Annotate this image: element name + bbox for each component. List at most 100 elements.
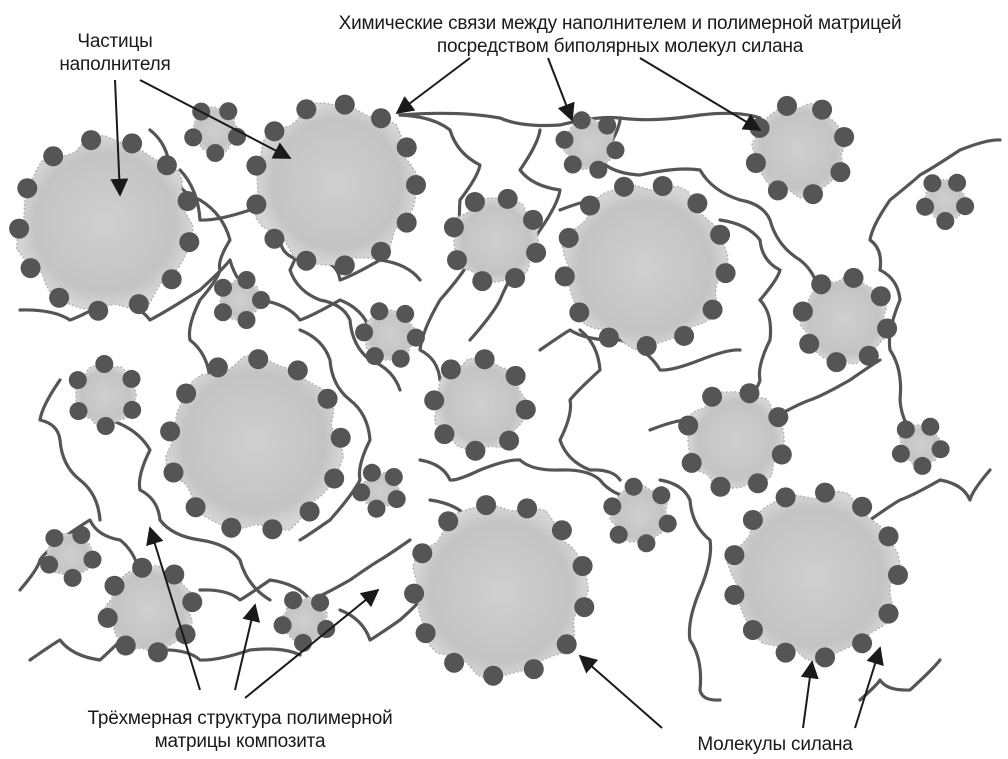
silane-molecule-dot bbox=[871, 286, 891, 306]
filler-particles bbox=[17, 103, 966, 679]
silane-molecule-dot bbox=[352, 483, 370, 501]
silane-molecule-dot bbox=[397, 137, 417, 157]
silane-molecule-dot bbox=[556, 131, 574, 149]
silane-molecule-dot bbox=[434, 424, 454, 444]
silane-molecule-dot bbox=[777, 96, 797, 116]
silane-molecule-dot bbox=[682, 453, 702, 473]
silane-molecule-dot bbox=[526, 243, 546, 263]
pointer-arrow bbox=[580, 656, 662, 728]
label-filler-particles-line1: Частицы bbox=[30, 30, 200, 53]
silane-molecule-dot bbox=[296, 251, 316, 271]
silane-molecule-dot bbox=[412, 543, 432, 563]
silane-molecule-dot bbox=[95, 355, 113, 373]
silane-molecule-dot bbox=[179, 232, 199, 252]
silane-molecule-dot bbox=[768, 180, 788, 200]
silane-molecule-dot bbox=[335, 95, 355, 115]
silane-molecule-dot bbox=[936, 212, 954, 230]
silane-molecule-dot bbox=[776, 487, 796, 507]
silane-molecule-dot bbox=[740, 383, 760, 403]
silane-molecule-dot bbox=[388, 490, 406, 508]
silane-molecule-dot bbox=[559, 228, 579, 248]
silane-molecule-dot bbox=[921, 418, 939, 436]
silane-molecule-dot bbox=[879, 604, 899, 624]
silane-molecule-dot bbox=[625, 478, 643, 496]
silane-molecule-dot bbox=[827, 352, 847, 372]
silane-molecule-dot bbox=[182, 592, 202, 612]
silane-molecule-dot bbox=[311, 594, 329, 612]
silane-molecule-dot bbox=[637, 336, 657, 356]
silane-molecule-dot bbox=[505, 268, 525, 288]
silane-molecule-dot bbox=[743, 620, 763, 640]
silane-molecule-dot bbox=[444, 217, 464, 237]
silane-molecule-dot bbox=[834, 127, 854, 147]
silane-molecule-dot bbox=[157, 155, 177, 175]
silane-molecule-dot bbox=[892, 445, 910, 463]
silane-molecule-dot bbox=[105, 576, 125, 596]
silane-molecule-dot bbox=[844, 268, 864, 288]
silane-molecule-dot bbox=[424, 390, 444, 410]
silane-molecule-dot bbox=[84, 551, 102, 569]
silane-molecule-dot bbox=[81, 130, 101, 150]
silane-molecule-dot bbox=[589, 161, 607, 179]
silane-molecule-dot bbox=[711, 477, 731, 497]
silane-molecule-dot bbox=[517, 498, 537, 518]
silane-molecule-dot bbox=[208, 357, 228, 377]
silane-molecule-dot bbox=[416, 623, 436, 643]
silane-molecule-dot bbox=[574, 597, 594, 617]
silane-molecule-dot bbox=[318, 389, 338, 409]
silane-molecule-dot bbox=[852, 497, 872, 517]
label-chemical-bonds-line1: Химические связи между наполнителем и по… bbox=[250, 12, 990, 35]
silane-molecule-dot bbox=[447, 250, 467, 270]
pointer-arrow bbox=[803, 662, 812, 728]
silane-molecule-dot bbox=[499, 431, 519, 451]
silane-molecule-dot bbox=[219, 102, 237, 120]
silane-molecule-dot bbox=[811, 274, 831, 294]
silane-molecule-dot bbox=[472, 271, 492, 291]
silane-molecule-dot bbox=[264, 121, 284, 141]
silane-molecule-dot bbox=[407, 329, 425, 347]
silane-molecule-dot bbox=[614, 177, 634, 197]
silane-molecule-dot bbox=[72, 526, 90, 544]
silane-molecule-dot bbox=[385, 468, 403, 486]
silane-molecule-dot bbox=[557, 634, 577, 654]
silane-molecule-dot bbox=[214, 303, 232, 321]
silane-molecule-dot bbox=[176, 384, 196, 404]
silane-molecule-dot bbox=[186, 497, 206, 517]
silane-molecule-dot bbox=[768, 407, 788, 427]
silane-molecule-dot bbox=[184, 128, 202, 146]
silane-molecule-dot bbox=[852, 633, 872, 653]
pointer-arrow bbox=[548, 58, 572, 120]
label-filler-particles-line2: наполнителя bbox=[30, 53, 200, 76]
silane-molecule-dot bbox=[877, 319, 897, 339]
silane-molecule-dot bbox=[659, 515, 677, 533]
silane-molecule-dot bbox=[465, 192, 485, 212]
label-silane-molecules: Молекулы силана bbox=[640, 733, 910, 756]
label-chemical-bonds: Химические связи между наполнителем и по… bbox=[250, 12, 990, 58]
polymer-chain bbox=[560, 330, 620, 480]
polymer-chain bbox=[660, 480, 720, 700]
label-silane-molecules-line1: Молекулы силана bbox=[640, 733, 910, 756]
silane-molecule-dot bbox=[406, 175, 426, 195]
silane-molecule-dot bbox=[475, 349, 495, 369]
silane-molecule-dot bbox=[552, 520, 572, 540]
silane-molecule-dot bbox=[637, 534, 655, 552]
silane-molecule-dot bbox=[274, 616, 292, 634]
silane-molecule-dot bbox=[702, 387, 722, 407]
silane-molecule-dot bbox=[363, 464, 381, 482]
label-matrix-structure-line1: Трёхмерная структура полимерной bbox=[20, 707, 460, 730]
silane-molecule-dot bbox=[43, 146, 63, 166]
silane-molecule-dot bbox=[710, 225, 730, 245]
silane-molecule-dot bbox=[88, 301, 108, 321]
silane-molecule-dot bbox=[288, 360, 308, 380]
silane-molecule-dot bbox=[948, 174, 966, 192]
silane-molecule-dot bbox=[859, 346, 879, 366]
silane-molecule-dot bbox=[687, 193, 707, 213]
silane-molecule-dot bbox=[69, 371, 87, 389]
silane-molecule-dot bbox=[441, 359, 461, 379]
silane-molecule-dot bbox=[776, 643, 796, 663]
label-filler-particles: Частицы наполнителя bbox=[30, 30, 200, 76]
silane-molecule-dot bbox=[371, 108, 391, 128]
silane-molecule-dot bbox=[610, 526, 628, 544]
silane-molecule-dot bbox=[116, 636, 136, 656]
silane-molecule-dot bbox=[748, 473, 768, 493]
